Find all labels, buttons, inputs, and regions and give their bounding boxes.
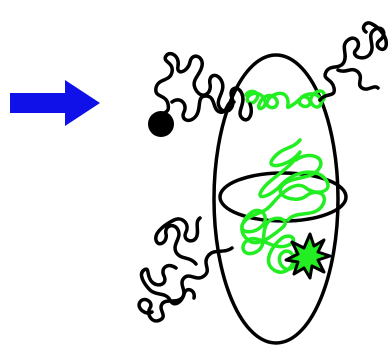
right-arrow-icon [10,80,100,126]
outer-chain-lower-left-3 [142,266,195,304]
filled-circle-node [148,111,174,137]
inner-chain-upper [246,91,324,108]
outer-chain-upper-left [156,54,252,120]
outer-chain-lower-left-2 [156,218,200,264]
outer-chain-upper-right-2 [338,70,378,89]
